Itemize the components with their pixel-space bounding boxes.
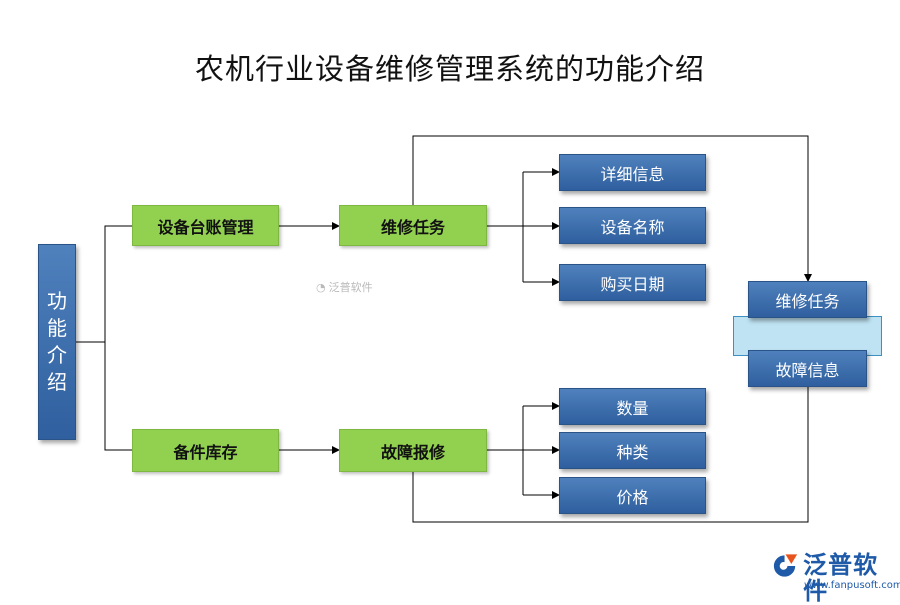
root-node: 功 能 介 绍 xyxy=(38,244,76,440)
detail-type: 种类 xyxy=(559,432,706,469)
watermark-logo-icon: ◔ xyxy=(316,280,326,294)
node-maintenance-task: 维修任务 xyxy=(339,205,487,246)
root-char-3: 介 xyxy=(47,343,67,367)
page-title: 农机行业设备维修管理系统的功能介绍 xyxy=(194,52,705,86)
side-maintenance-task: 维修任务 xyxy=(748,281,867,318)
logo-url: www.fanpusoft.com xyxy=(804,580,900,591)
node-equipment-ledger: 设备台账管理 xyxy=(132,205,279,246)
loop-bottom-line xyxy=(412,387,809,523)
detail-purchase-date: 购买日期 xyxy=(559,264,706,301)
detail-info: 详细信息 xyxy=(559,154,706,191)
logo-name: 泛普软件 xyxy=(803,551,879,605)
watermark-text: 泛普软件 xyxy=(328,281,373,294)
brand-logo: 泛普软件 www.fanpusoft.com xyxy=(770,552,900,604)
loop-top-line xyxy=(412,135,812,282)
root-char-4: 绍 xyxy=(47,370,67,394)
detail-quantity: 数量 xyxy=(559,388,706,425)
detail-price: 价格 xyxy=(559,477,706,514)
root-char-2: 能 xyxy=(47,316,67,340)
root-to-top-line xyxy=(104,225,132,342)
side-fault-info: 故障信息 xyxy=(748,350,867,387)
root-to-bottom-line xyxy=(104,342,132,451)
node-fault-report: 故障报修 xyxy=(339,429,487,472)
root-char-1: 功 xyxy=(47,289,67,313)
fanpu-logo-icon xyxy=(773,554,798,577)
detail-equipment-name: 设备名称 xyxy=(559,207,706,244)
watermark: ◔ 泛普软件 xyxy=(316,279,373,295)
node-spare-parts: 备件库存 xyxy=(132,429,279,472)
